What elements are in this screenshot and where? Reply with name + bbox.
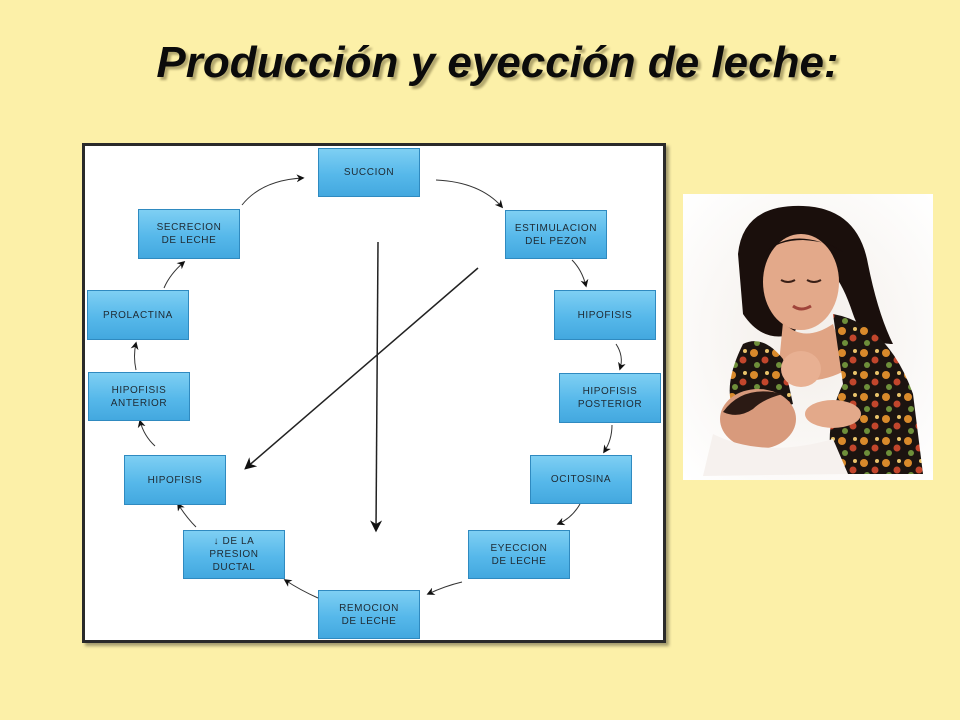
arrow-succion-to-remocion-long	[370, 241, 383, 533]
arrow-hipofisis-to-posterior	[615, 343, 626, 371]
node-eyeccion-leche: EYECCION DE LECHE	[468, 530, 570, 579]
arrow-hipofisis-to-anterior	[137, 419, 156, 447]
arrow-anterior-to-prolactina	[130, 341, 139, 371]
node-hipofisis-anterior: HIPOFISIS ANTERIOR	[88, 372, 190, 421]
node-hipofisis-right: HIPOFISIS	[554, 290, 656, 340]
arrow-estimulacion-to-hipofisis-long	[244, 267, 479, 470]
node-secrecion-leche: SECRECION DE LECHE	[138, 209, 240, 259]
arrow-remocion-to-presion	[283, 579, 319, 599]
arrow-secrecion-to-succion	[241, 174, 305, 206]
mother-baby-illustration	[683, 194, 933, 480]
node-hipofisis-posterior: HIPOFISIS POSTERIOR	[559, 373, 661, 423]
arrow-prolactina-to-secrecion	[163, 260, 186, 289]
node-remocion-leche: REMOCION DE LECHE	[318, 590, 420, 639]
arrow-posterior-to-ocitosina	[603, 424, 613, 454]
node-ocitosina: OCITOSINA	[530, 455, 632, 504]
node-hipofisis-left: HIPOFISIS	[124, 455, 226, 505]
slide-title: Producción y eyección de leche:	[156, 38, 839, 87]
node-presion-ductal: ↓ DE LA PRESION DUCTAL	[183, 530, 285, 579]
arrow-estimulacion-to-hipofisis	[571, 259, 589, 288]
breastfeeding-photo	[683, 194, 933, 480]
arrow-eyeccion-to-remocion	[426, 581, 463, 595]
node-prolactina: PROLACTINA	[87, 290, 189, 340]
arrow-presion-to-hipofisis	[177, 502, 197, 528]
arrow-succion-to-estimulacion	[435, 179, 504, 209]
arrow-ocitosina-to-eyeccion	[556, 503, 581, 526]
node-estimulacion-pezon: ESTIMULACION DEL PEZON	[505, 210, 607, 259]
node-succion: SUCCION	[318, 148, 420, 197]
